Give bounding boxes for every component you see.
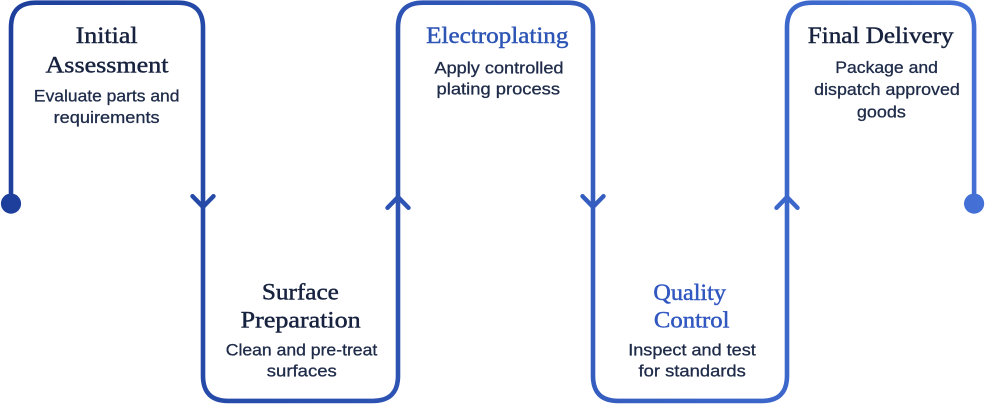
svg-text:Evaluate parts and: Evaluate parts and [34, 87, 180, 106]
svg-text:for standards: for standards [639, 361, 746, 380]
svg-text:Electroplating: Electroplating [426, 23, 569, 48]
svg-text:Package and: Package and [835, 58, 938, 77]
svg-text:plating process: plating process [437, 80, 561, 99]
svg-text:Apply controlled: Apply controlled [435, 58, 564, 77]
svg-text:Initial: Initial [76, 23, 138, 48]
svg-text:goods: goods [857, 103, 906, 122]
svg-text:Assessment: Assessment [46, 52, 170, 77]
svg-text:Surface: Surface [262, 279, 339, 304]
svg-text:dispatch approved: dispatch approved [814, 80, 960, 99]
svg-text:Inspect and test: Inspect and test [628, 341, 756, 360]
svg-text:Control: Control [654, 308, 730, 333]
svg-text:Quality: Quality [653, 280, 726, 305]
svg-text:Preparation: Preparation [241, 308, 362, 333]
svg-text:surfaces: surfaces [267, 362, 337, 381]
svg-text:requirements: requirements [54, 108, 160, 127]
svg-text:Clean and pre-treat: Clean and pre-treat [226, 341, 378, 360]
svg-text:Final Delivery: Final Delivery [808, 23, 954, 48]
